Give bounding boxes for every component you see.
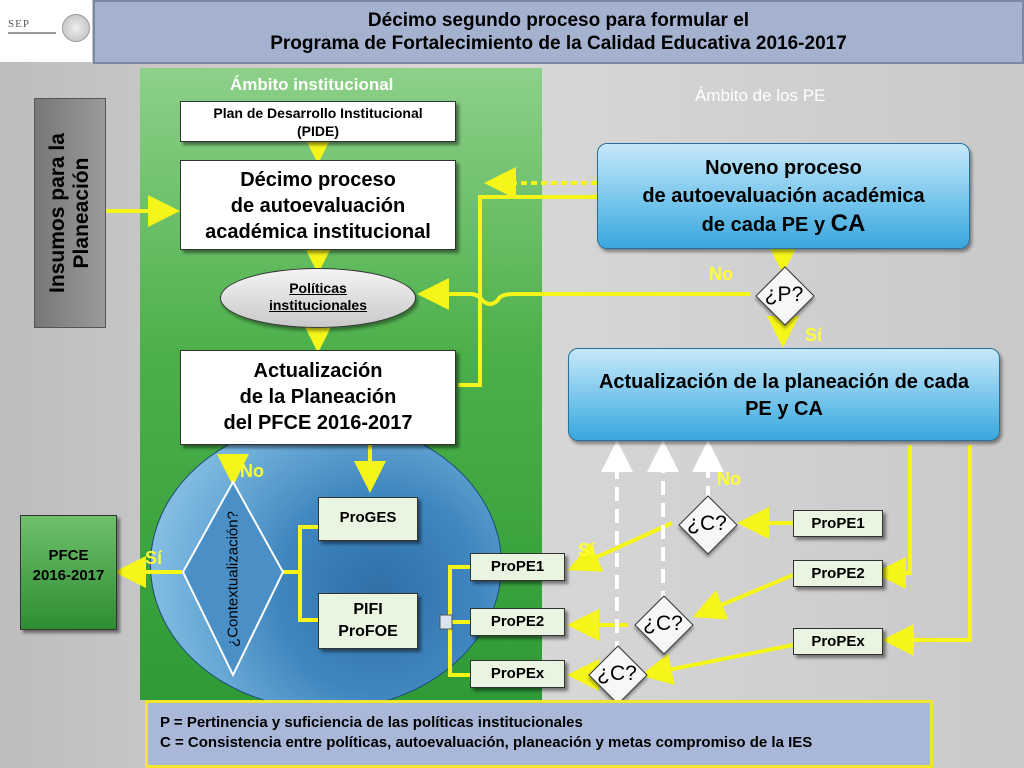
no-label-p: No [709, 264, 733, 284]
politicas-line2: institucionales [268, 297, 368, 313]
si-label-c: Sí [578, 540, 596, 560]
decimo-proceso-box: Décimo proceso de autoevaluación académi… [180, 160, 456, 250]
left-stack-item: ProPE2 [470, 608, 565, 636]
actualizacion-pfce-line1: Actualización [253, 360, 383, 382]
c-decision: ¿C? [672, 495, 742, 555]
pifi-profoe-box: PIFI ProFOE [318, 593, 418, 649]
decimo-line2: de autoevaluación [230, 195, 406, 217]
c-decision: ¿C? [582, 645, 652, 705]
noveno-ca: CA [830, 210, 866, 237]
logo-bar [8, 32, 56, 34]
page-title: Décimo segundo proceso para formular el … [93, 0, 1024, 64]
proges-label: ProGES [339, 509, 397, 526]
proges-box: ProGES [318, 497, 418, 541]
politicas-line1: Políticas [289, 280, 347, 296]
right-stack-item: ProPE1 [793, 510, 883, 537]
right-stack-label: ProPEx [811, 633, 865, 650]
noveno-line2: de autoevaluación académica [642, 185, 925, 207]
noveno-line3-wrap: de cada PE y CA [598, 210, 969, 239]
no-label-c: No [717, 469, 741, 489]
decimo-line1: Décimo proceso [240, 169, 396, 191]
c-decision-label: ¿C? [687, 512, 727, 535]
actualizacion-pe-line2: PE y CA [745, 398, 823, 420]
right-stack-item: ProPE2 [793, 560, 883, 587]
left-stack-item: ProPEx [470, 660, 565, 688]
pide-line2: (PIDE) [297, 123, 339, 139]
pide-box: Plan de Desarrollo Institucional (PIDE) [180, 101, 456, 142]
left-stack-label: ProPE1 [490, 558, 545, 575]
pide-line1: Plan de Desarrollo Institucional [213, 105, 423, 121]
no-label-context: No [240, 461, 264, 481]
left-stack-label: ProPE2 [490, 613, 545, 630]
left-stack-item: ProPE1 [470, 553, 565, 581]
actualizacion-pfce-box: Actualización de la Planeación del PFCE … [180, 350, 456, 445]
sep-logo-text: SEP [8, 18, 30, 30]
si-label-context: Sí [145, 548, 163, 568]
c-decision-label: ¿C? [643, 612, 683, 635]
region-label-pe: Ámbito de los PE [695, 86, 826, 105]
legend-c: C = Consistencia entre políticas, autoev… [160, 734, 813, 751]
actualizacion-pfce-line2: de la Planeación [239, 386, 397, 408]
pfce-line2: 2016-2017 [32, 567, 105, 584]
c-decision: ¿C? [628, 595, 698, 655]
si-label-p: Sí [805, 325, 823, 345]
contextualizacion-label: ¿Contextualización? [224, 511, 242, 647]
left-stack-label: ProPEx [490, 665, 545, 682]
actualizacion-pe-box: Actualización de la planeación de cada P… [568, 348, 1000, 441]
c-decision-label: ¿C? [597, 662, 637, 685]
right-stack-item: ProPEx [793, 628, 883, 655]
pfce-line1: PFCE [48, 547, 89, 564]
right-stack-label: ProPE1 [811, 515, 865, 532]
politicas-institucionales: Políticas institucionales [220, 268, 416, 328]
legend-box: P = Pertinencia y suficiencia de las pol… [145, 700, 933, 768]
actualizacion-pe-line1: Actualización de la planeación de cada [598, 371, 970, 393]
seal-icon [62, 14, 90, 42]
pifi-line1: PIFI [353, 601, 383, 618]
noveno-line1: Noveno proceso [705, 157, 862, 179]
decimo-line3: académica institucional [205, 221, 431, 243]
p-decision: ¿P? [752, 266, 816, 326]
insumos-box: Insumos para la Planeación [34, 98, 106, 328]
right-stack-label: ProPE2 [811, 565, 865, 582]
noveno-proceso-box: Noveno proceso de autoevaluación académi… [597, 143, 970, 249]
title-line2: Programa de Fortalecimiento de la Calida… [270, 33, 847, 54]
actualizacion-pfce-line3: del PFCE 2016-2017 [223, 412, 413, 434]
noveno-line3: de cada PE y [701, 214, 826, 236]
contextualizacion-diamond [181, 479, 285, 678]
sep-logo: SEP [0, 0, 92, 62]
pifi-line2: ProFOE [338, 623, 398, 640]
legend-p: P = Pertinencia y suficiencia de las pol… [160, 714, 583, 731]
p-decision-label: ¿P? [764, 283, 804, 306]
title-line1: Décimo segundo proceso para formular el [367, 10, 750, 31]
pfce-box: PFCE 2016-2017 [20, 515, 117, 630]
document-icon [439, 614, 453, 630]
region-label-institucional: Ámbito institucional [230, 75, 394, 94]
